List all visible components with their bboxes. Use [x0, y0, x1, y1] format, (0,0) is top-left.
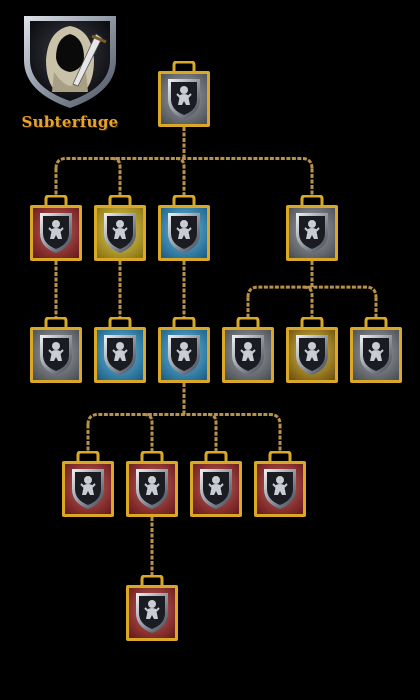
thief-with-loot-icon	[272, 476, 288, 495]
skill-node-r2f[interactable]	[348, 317, 404, 383]
rope-link	[143, 413, 154, 453]
skill-node-r1c[interactable]	[156, 195, 212, 261]
skill-node-r3c[interactable]	[188, 451, 244, 517]
winged-beast-icon	[144, 476, 160, 495]
rope-link	[86, 413, 282, 425]
skill-node-r4a[interactable]	[124, 575, 180, 641]
skill-node-r2a[interactable]	[28, 317, 84, 383]
skill-node-r2c[interactable]	[156, 317, 212, 383]
skill-node-r2e[interactable]	[284, 317, 340, 383]
skill-node-r2b[interactable]	[92, 317, 148, 383]
skill-node-r1a[interactable]	[28, 195, 84, 261]
skill-node-r1b[interactable]	[92, 195, 148, 261]
skill-node-r3b[interactable]	[124, 451, 180, 517]
rope-link	[303, 285, 314, 319]
skull-dagger-icon	[112, 342, 128, 361]
swift-hand-icon	[304, 342, 320, 361]
spiked-gear-icon	[304, 220, 320, 239]
skill-node-r3a[interactable]	[60, 451, 116, 517]
brawler-icon	[48, 342, 64, 361]
leaping-rogue-icon	[176, 342, 192, 361]
armored-warrior-icon	[144, 600, 160, 619]
grappling-fighters-icon	[48, 220, 64, 239]
skill-node-r1d[interactable]	[284, 195, 340, 261]
skill-node-root[interactable]	[156, 61, 212, 127]
rope-link	[246, 285, 378, 298]
skill-node-r3d[interactable]	[252, 451, 308, 517]
rope-link	[207, 413, 218, 453]
meditating-figure-icon	[176, 220, 192, 239]
rope-link	[111, 157, 122, 197]
tree-title: Subterfuge	[21, 113, 119, 131]
skill-node-r2d[interactable]	[220, 317, 276, 383]
rope-link	[175, 157, 186, 197]
subterfuge-crest: Subterfuge	[18, 12, 122, 134]
struggling-figures-icon	[80, 476, 96, 495]
falling-figure-icon	[112, 220, 128, 239]
dragon-icon	[208, 476, 224, 495]
swirling-beast-icon	[176, 86, 192, 105]
bird-strike-icon	[240, 342, 256, 361]
hooded-rogue-with-sword-icon	[24, 16, 116, 108]
crouching-figure-icon	[368, 342, 384, 361]
rope-link	[54, 157, 314, 169]
